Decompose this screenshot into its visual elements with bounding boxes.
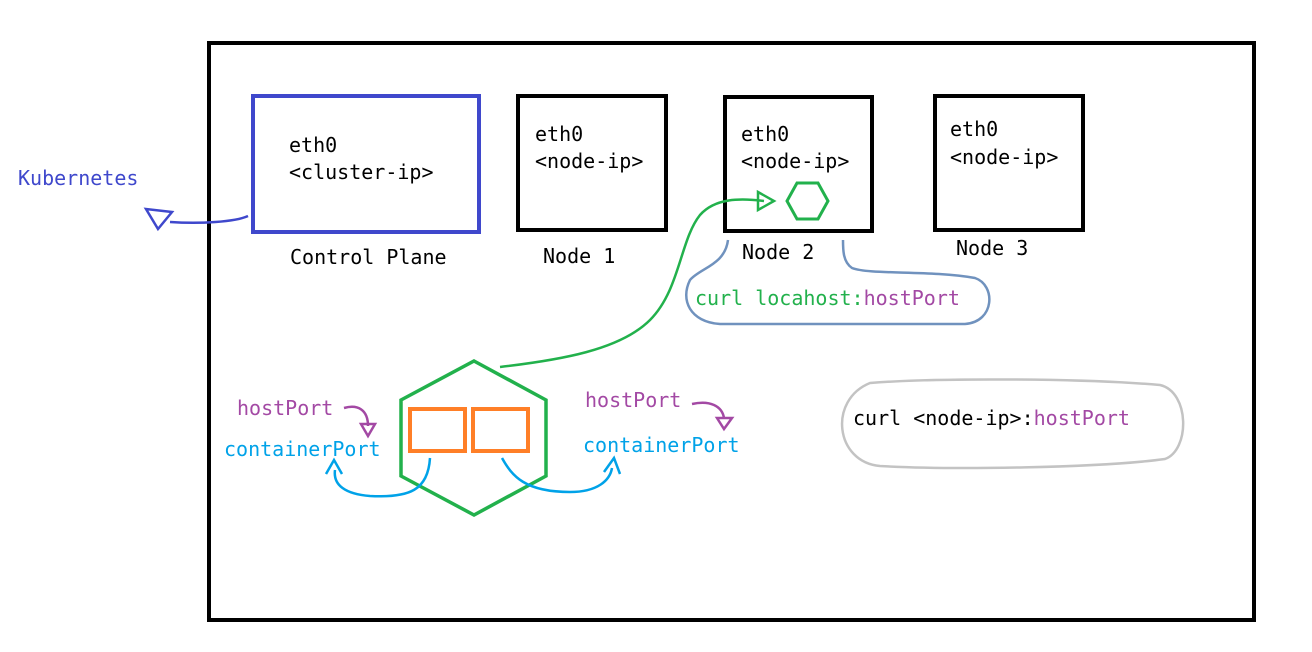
kubernetes-label: Kubernetes bbox=[18, 166, 139, 190]
remote-curl-command: curl <node-ip>:hostPort bbox=[853, 404, 1130, 432]
remote-curl-port: hostPort bbox=[1033, 406, 1130, 430]
pod-scheduled-arrow bbox=[499, 198, 765, 369]
local-curl-port: hostPort bbox=[863, 286, 960, 310]
node-2-ip: <node-ip> bbox=[741, 149, 850, 173]
left-hostport-arrowhead bbox=[358, 422, 378, 439]
node-3-box bbox=[933, 94, 1085, 232]
left-container-arrow bbox=[333, 457, 432, 498]
local-curl-text: curl locahost: bbox=[695, 286, 864, 310]
left-container-arrowhead bbox=[324, 457, 344, 475]
left-hostport-arrow bbox=[343, 405, 370, 427]
left-hostport-label: hostPort bbox=[237, 396, 334, 420]
node-2-iface: eth0 bbox=[741, 122, 790, 146]
right-container-arrowhead bbox=[602, 455, 622, 475]
left-containerport-label: containerPort bbox=[224, 437, 381, 461]
node-3-caption: Node 3 bbox=[956, 236, 1029, 260]
right-containerport-label: containerPort bbox=[583, 433, 740, 457]
container-right bbox=[471, 407, 530, 453]
node-2-pod-icon bbox=[785, 181, 830, 221]
kubernetes-arrow bbox=[169, 214, 249, 224]
pod-scheduled-arrowhead bbox=[756, 189, 777, 213]
pod-hexagon bbox=[399, 359, 548, 517]
control-plane-box bbox=[251, 94, 481, 234]
right-container-arrow bbox=[500, 457, 614, 494]
node-3-iface: eth0 bbox=[950, 117, 999, 141]
remote-curl-bubble bbox=[840, 378, 1185, 470]
kubernetes-arrowhead bbox=[143, 207, 175, 232]
node-1-caption: Node 1 bbox=[543, 244, 616, 268]
node-1-iface: eth0 bbox=[535, 122, 584, 146]
node-1-ip: <node-ip> bbox=[535, 149, 644, 173]
control-plane-iface: eth0 bbox=[289, 133, 338, 157]
right-hostport-arrowhead bbox=[714, 416, 735, 432]
control-plane-ip: <cluster-ip> bbox=[289, 160, 434, 184]
node-2-caption: Node 2 bbox=[742, 240, 815, 264]
local-curl-bubble bbox=[685, 239, 991, 326]
node-3-ip: <node-ip> bbox=[950, 145, 1059, 169]
cluster-frame bbox=[207, 41, 1256, 622]
control-plane-caption: Control Plane bbox=[290, 245, 447, 269]
container-left bbox=[408, 407, 467, 453]
right-hostport-arrow bbox=[691, 401, 726, 419]
right-hostport-label: hostPort bbox=[585, 388, 682, 412]
node-2-box bbox=[723, 95, 874, 233]
node-1-box bbox=[516, 94, 668, 232]
local-curl-command: curl locahost:hostPort bbox=[695, 284, 960, 312]
remote-curl-text: curl <node-ip>: bbox=[853, 406, 1034, 430]
